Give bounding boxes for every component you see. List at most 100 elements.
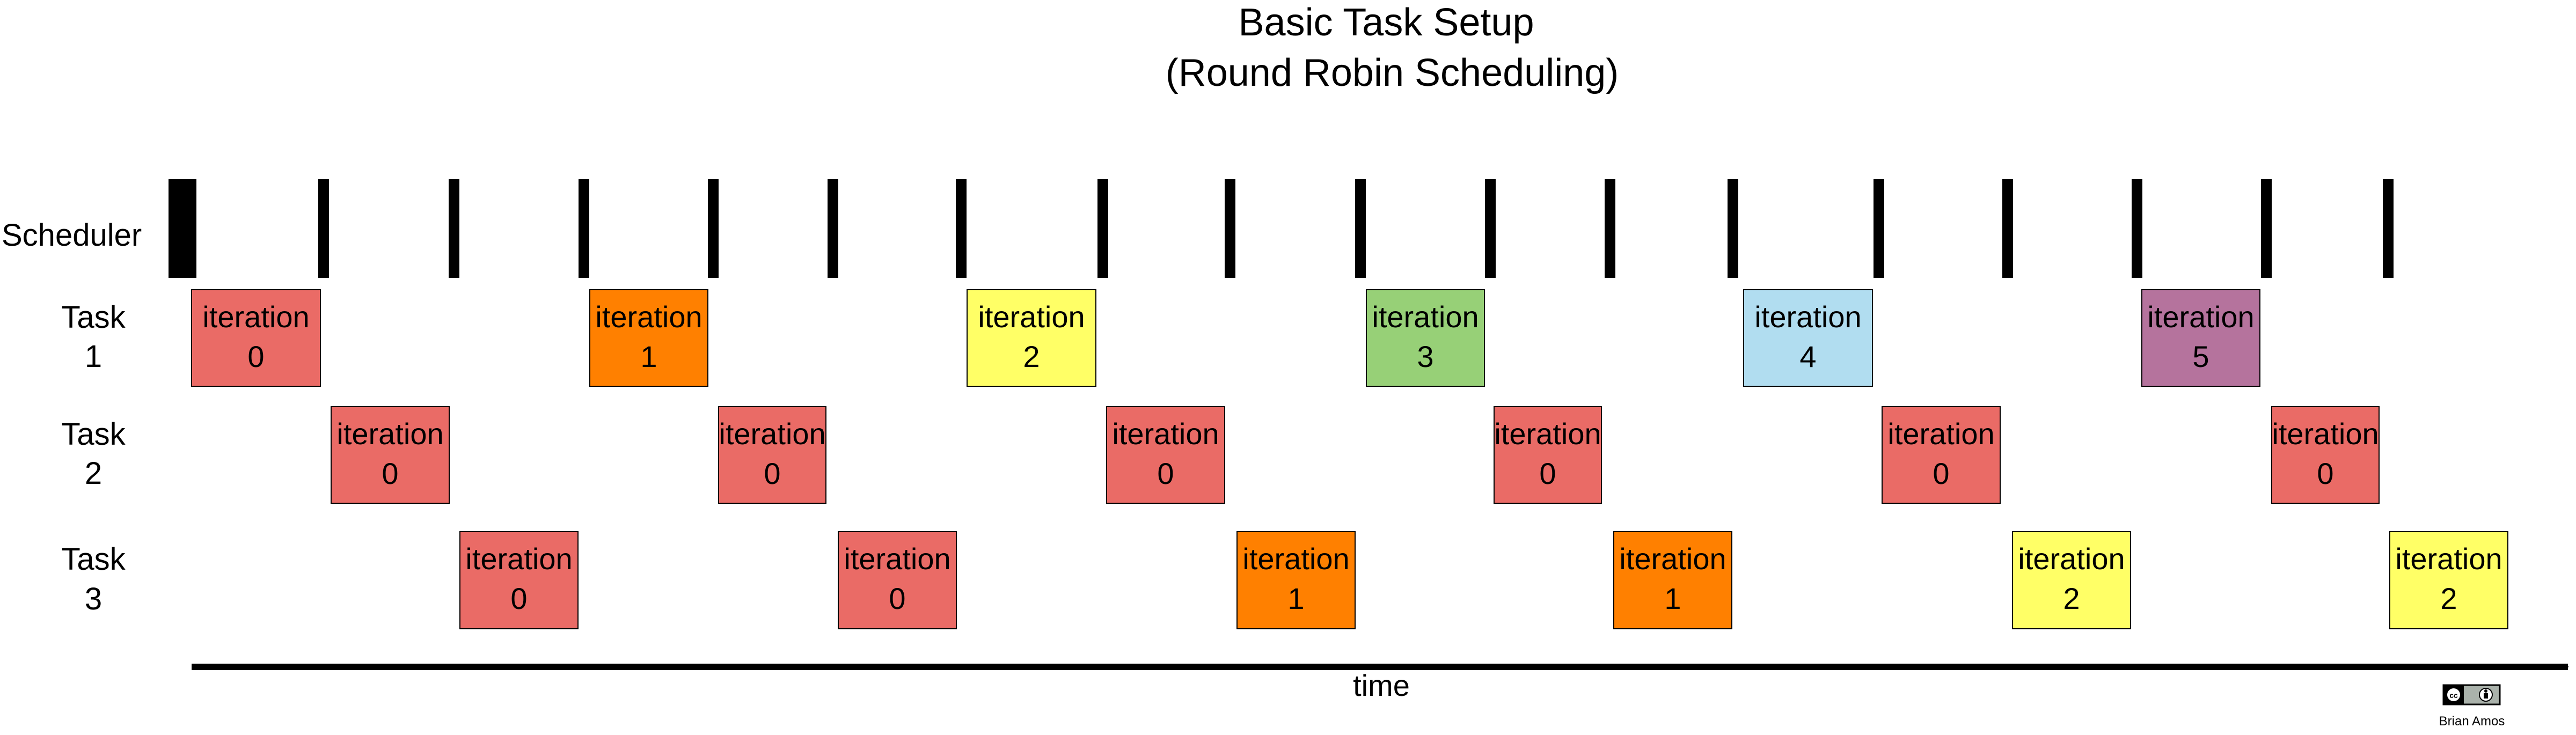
iteration-block: iteration 5	[2141, 289, 2260, 387]
iteration-word: iteration	[2018, 542, 2125, 576]
task3-label-word: Task	[61, 542, 126, 577]
task2-label-word: Task	[61, 417, 126, 452]
iteration-word: iteration	[1619, 542, 1726, 576]
iteration-block-box	[967, 289, 1096, 387]
iteration-block-box	[2012, 531, 2131, 629]
iteration-number: 2	[2440, 582, 2457, 615]
scheduler-tick	[1605, 179, 1615, 278]
license-badge: cc Brian Amos	[2439, 684, 2505, 729]
scheduler-tick	[2383, 179, 2394, 278]
scheduler-tick	[1225, 179, 1235, 278]
iteration-block: iteration 0	[191, 289, 321, 387]
iteration-number: 1	[1287, 582, 1304, 615]
iteration-block-box	[2389, 531, 2508, 629]
iteration-block: iteration 1	[1236, 531, 1356, 629]
title-line-1: Basic Task Setup	[1239, 1, 1534, 44]
time-axis-label: time	[1353, 668, 1410, 702]
iteration-block-box	[331, 406, 450, 504]
scheduler-tick	[449, 179, 459, 278]
iteration-block-box	[838, 531, 957, 629]
iteration-word: iteration	[1887, 417, 1994, 451]
scheduler-tick	[1728, 179, 1738, 278]
creative-commons-icon	[2446, 687, 2461, 702]
iteration-block: iteration 4	[1743, 289, 1873, 387]
iteration-word: iteration	[336, 417, 443, 451]
iteration-number: 3	[1417, 340, 1433, 373]
task3-label-number: 3	[85, 582, 102, 616]
iteration-block-box	[191, 289, 321, 387]
iteration-number: 2	[1023, 340, 1040, 373]
iteration-number: 2	[2063, 582, 2080, 615]
iteration-block: iteration 0	[718, 406, 826, 504]
iteration-number: 4	[1799, 340, 1816, 373]
scheduler-ticks	[169, 179, 2394, 278]
iteration-word: iteration	[1754, 300, 1861, 334]
scheduler-tick	[708, 179, 719, 278]
scheduler-tick	[828, 179, 838, 278]
iteration-number: 0	[247, 340, 264, 373]
task-blocks: iteration0iteration1iteration2iteration3…	[191, 289, 2508, 629]
iteration-word: iteration	[2395, 542, 2502, 576]
iteration-word: iteration	[1372, 300, 1479, 334]
iteration-block: iteration 1	[589, 289, 708, 387]
task2-label-number: 2	[85, 456, 102, 491]
iteration-number: 1	[640, 340, 657, 373]
scheduler-tick	[579, 179, 589, 278]
iteration-block-box	[1236, 531, 1356, 629]
license-author: Brian Amos	[2439, 714, 2505, 729]
scheduler-tick	[1355, 179, 1366, 278]
iteration-block: iteration 0	[2271, 406, 2380, 504]
iteration-block-box	[1882, 406, 2001, 504]
iteration-number: 0	[889, 582, 905, 615]
title-line-2: (Round Robin Scheduling)	[1166, 52, 1619, 94]
scheduler-tick	[1874, 179, 1884, 278]
iteration-block: iteration 0	[331, 406, 450, 504]
iteration-number: 0	[2317, 457, 2333, 490]
task1-label-word: Task	[61, 300, 126, 335]
scheduler-tick	[1485, 179, 1496, 278]
iteration-number: 0	[764, 457, 780, 490]
iteration-block: iteration 0	[1106, 406, 1225, 504]
iteration-number: 0	[1157, 457, 1174, 490]
iteration-number: 1	[1664, 582, 1681, 615]
iteration-block-box	[718, 406, 826, 504]
iteration-number: 0	[1933, 457, 1949, 490]
iteration-word: iteration	[202, 300, 309, 334]
iteration-block-box	[2271, 406, 2380, 504]
iteration-word: iteration	[465, 542, 572, 576]
iteration-number: 5	[2192, 340, 2209, 373]
iteration-word: iteration	[978, 300, 1085, 334]
iteration-word: iteration	[1112, 417, 1219, 451]
scheduler-tick	[1097, 179, 1108, 278]
scheduler-tick	[956, 179, 967, 278]
iteration-word: iteration	[719, 417, 825, 451]
iteration-block: iteration 1	[1613, 531, 1732, 629]
scheduler-tick	[2132, 179, 2142, 278]
iteration-word: iteration	[595, 300, 702, 334]
license-badge-text: cc	[2449, 691, 2458, 700]
iteration-block-box	[1366, 289, 1485, 387]
iteration-block: iteration 0	[1882, 406, 2001, 504]
iteration-block-box	[1743, 289, 1873, 387]
iteration-word: iteration	[1494, 417, 1601, 451]
iteration-word: iteration	[2147, 300, 2254, 334]
iteration-block: iteration 2	[2012, 531, 2131, 629]
iteration-block-box	[589, 289, 708, 387]
iteration-block-box	[1494, 406, 1602, 504]
iteration-word: iteration	[1242, 542, 1349, 576]
task1-label-number: 1	[85, 339, 102, 374]
iteration-block-box	[1613, 531, 1732, 629]
iteration-block: iteration 2	[2389, 531, 2508, 629]
iteration-block-box	[1106, 406, 1225, 504]
iteration-number: 0	[382, 457, 398, 490]
scheduler-tick	[318, 179, 329, 278]
iteration-block: iteration 2	[967, 289, 1096, 387]
iteration-block-box	[459, 531, 579, 629]
scheduler-tick	[2002, 179, 2013, 278]
iteration-word: iteration	[2272, 417, 2379, 451]
